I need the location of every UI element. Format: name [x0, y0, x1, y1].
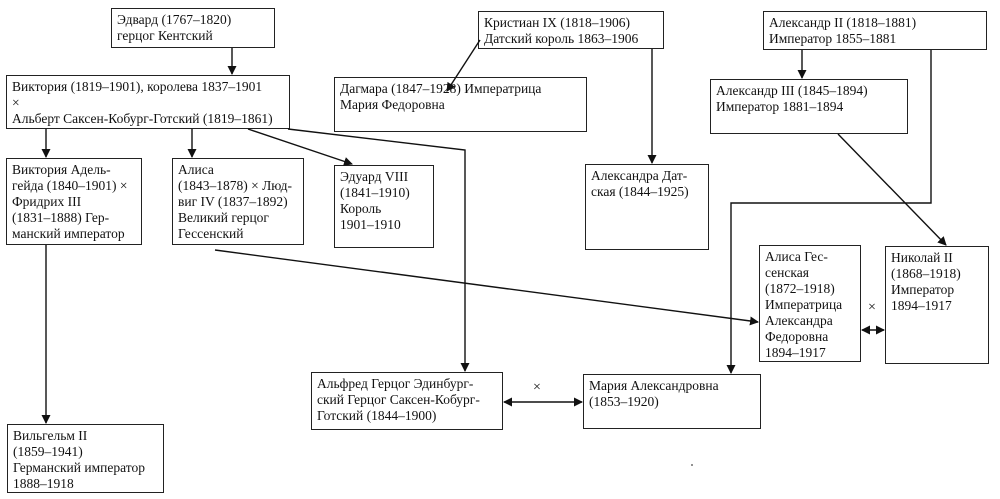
- node-line: Эдуард VIII: [340, 169, 409, 184]
- marriage-mark-alfred-maria: ×: [533, 380, 541, 395]
- node-line: 1894–1917: [765, 345, 826, 360]
- node-line: Король: [340, 201, 382, 216]
- node-line: Виктория (1819–1901), королева 1837–1901: [12, 79, 263, 94]
- link-alice-alice-hesse: [214, 249, 759, 326]
- node-line: виг IV (1837–1892): [178, 194, 288, 209]
- marriage-mark-nicholas-alice: ×: [868, 300, 876, 315]
- node-line: Германский император: [13, 460, 145, 475]
- node-line: Эдвард (1767–1820): [117, 12, 232, 27]
- node-line: Александра Дат-: [591, 168, 688, 183]
- node-victoria-adelaide-friedrich-iii: Виктория Адель-гейда (1840–1901) ×Фридри…: [6, 158, 142, 245]
- node-line: (1859–1941): [13, 444, 83, 459]
- node-edward-duke-of-kent: Эдвард (1767–1820)герцог Кентский: [111, 8, 275, 48]
- node-line: Дагмара (1847–1928) Императрица: [340, 81, 542, 96]
- node-wilhelm-ii: Вильгельм II(1859–1941)Германский импера…: [7, 424, 164, 493]
- link-alexander3-nicholas2: [837, 133, 947, 246]
- node-line: сенская: [765, 265, 809, 280]
- node-line: ский Герцог Саксен-Кобург-: [317, 392, 480, 407]
- stray-dot: [691, 464, 693, 466]
- node-line: Виктория Адель-: [12, 162, 111, 177]
- node-line: (1872–1918): [765, 281, 835, 296]
- node-line: гейда (1840–1901) ×: [12, 178, 128, 193]
- node-maria-alexandrovna: Мария Александровна(1853–1920): [583, 374, 761, 429]
- node-line: Готский (1844–1900): [317, 408, 437, 423]
- node-line: (1853–1920): [589, 394, 659, 409]
- node-line: Императрица: [765, 297, 843, 312]
- node-queen-victoria-albert: Виктория (1819–1901), королева 1837–1901…: [6, 75, 290, 129]
- node-christian-ix: Кристиан IX (1818–1906)Датский король 18…: [478, 11, 664, 49]
- node-line: Великий герцог: [178, 210, 269, 225]
- node-line: Император 1855–1881: [769, 31, 897, 46]
- node-line: Император 1881–1894: [716, 99, 844, 114]
- node-line: Альфред Герцог Эдинбург-: [317, 376, 474, 391]
- node-line: манский император: [12, 226, 125, 241]
- node-line: Гессенский: [178, 226, 244, 241]
- node-line: 1901–1910: [340, 217, 401, 232]
- node-line: Александр II (1818–1881): [769, 15, 917, 30]
- node-alexander-iii: Александр III (1845–1894)Император 1881–…: [710, 79, 908, 134]
- node-line: Александра: [765, 313, 833, 328]
- node-line: (1841–1910): [340, 185, 410, 200]
- node-line: Вильгельм II: [13, 428, 88, 443]
- node-line: Алиса Гес-: [765, 249, 828, 264]
- node-line: (1831–1888) Гер-: [12, 210, 110, 225]
- node-line: Мария Александровна: [589, 378, 719, 393]
- node-alice-ludwig-iv: Алиса(1843–1878) × Люд-виг IV (1837–1892…: [172, 158, 304, 245]
- node-line: 1894–1917: [891, 298, 952, 313]
- node-alexandra-of-denmark: Александра Дат-ская (1844–1925): [585, 164, 709, 250]
- node-line: Кристиан IX (1818–1906): [484, 15, 631, 30]
- node-alfred-duke-of-edinburgh: Альфред Герцог Эдинбург-ский Герцог Сакс…: [311, 372, 503, 430]
- node-line: Мария Федоровна: [340, 97, 445, 112]
- node-line: ская (1844–1925): [591, 184, 689, 199]
- node-line: Федоровна: [765, 329, 829, 344]
- node-line: (1843–1878) × Люд-: [178, 178, 293, 193]
- node-line: Николай II: [891, 250, 953, 265]
- node-line: Алиса: [178, 162, 214, 177]
- node-line: ×: [12, 95, 20, 110]
- node-line: герцог Кентский: [117, 28, 213, 43]
- node-alexander-ii: Александр II (1818–1881)Император 1855–1…: [763, 11, 987, 50]
- node-line: (1868–1918): [891, 266, 961, 281]
- node-line: Император: [891, 282, 955, 297]
- node-line: Фридрих III: [12, 194, 82, 209]
- node-line: Альберт Саксен-Кобург-Готский (1819–1861…: [12, 111, 273, 126]
- node-line: 1888–1918: [13, 476, 74, 491]
- node-line: Датский король 1863–1906: [484, 31, 639, 46]
- node-line: Александр III (1845–1894): [716, 83, 868, 98]
